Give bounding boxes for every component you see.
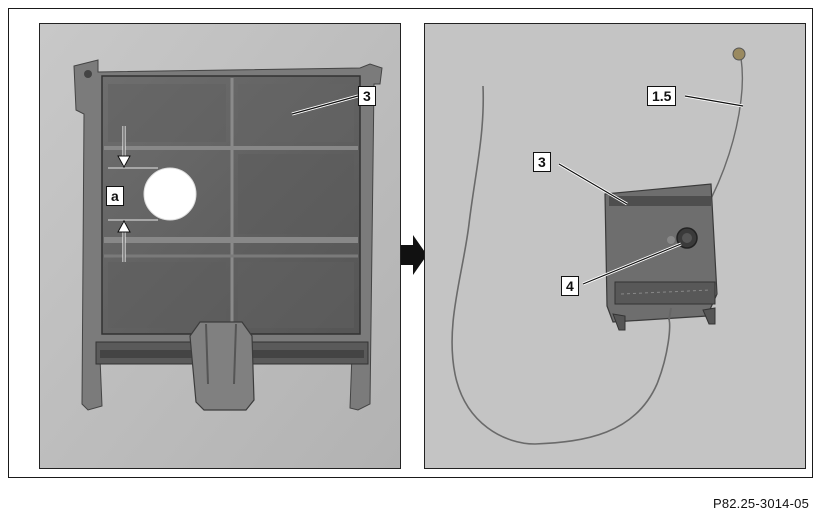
component-photo-left — [40, 24, 400, 468]
callout-dimension-a: a — [106, 186, 124, 206]
callout-part-4: 4 — [561, 276, 579, 296]
photo-panel-left: 3 a — [39, 23, 401, 469]
figure-frame: 3 a — [8, 8, 813, 478]
callout-component-3: 3 — [533, 152, 551, 172]
callout-wire-1-5: 1.5 — [647, 86, 677, 106]
right-arrow-icon — [401, 235, 427, 280]
photo-panel-right: 1.5 3 4 — [424, 23, 806, 469]
figure-reference-code: P82.25-3014-05 — [712, 496, 809, 511]
component-photo-right — [425, 24, 805, 468]
callout-component-3: 3 — [358, 86, 376, 106]
